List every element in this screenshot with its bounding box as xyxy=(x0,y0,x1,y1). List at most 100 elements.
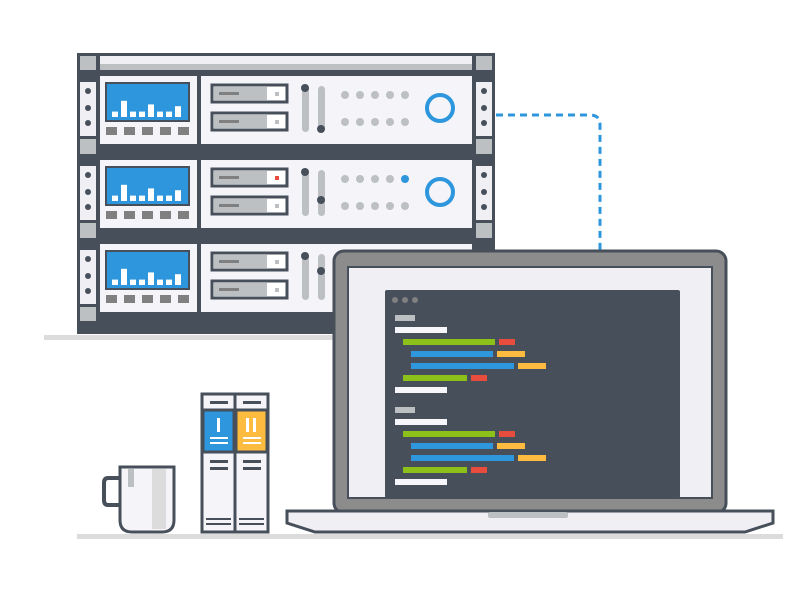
floor-line xyxy=(77,534,783,539)
panel-button xyxy=(160,127,171,135)
network-cable xyxy=(496,113,602,252)
drive-led xyxy=(275,176,279,180)
screw-icon xyxy=(85,288,91,294)
screw-icon xyxy=(481,120,487,126)
led-icon xyxy=(356,91,364,99)
monitor-bar xyxy=(175,106,181,117)
monitor-bar xyxy=(139,195,145,201)
led-icon xyxy=(341,202,349,210)
rack-post xyxy=(476,224,492,238)
monitor-bar xyxy=(121,184,127,201)
rack-top-shade xyxy=(100,64,472,70)
drive-face xyxy=(214,87,267,100)
monitor-bar xyxy=(175,190,181,201)
monitor-bar xyxy=(130,195,136,201)
shelf-line xyxy=(44,335,336,340)
led-icon xyxy=(386,202,394,210)
code-line xyxy=(403,339,495,345)
code-line xyxy=(395,407,415,413)
led-icon xyxy=(401,118,409,126)
monitor-bar xyxy=(139,279,145,285)
monitor-bar xyxy=(157,195,163,201)
rack-post xyxy=(80,56,96,70)
panel-button xyxy=(106,295,117,303)
slider-knob xyxy=(301,252,309,260)
drive-face xyxy=(214,171,267,184)
monitor-bar xyxy=(166,111,172,117)
code-editor xyxy=(385,290,680,498)
led-icon xyxy=(386,91,394,99)
slider-track xyxy=(318,254,325,300)
drive-label xyxy=(219,204,239,207)
panel-button xyxy=(124,295,135,303)
drive-led xyxy=(275,260,279,264)
drive-led xyxy=(275,120,279,124)
led-icon xyxy=(386,118,394,126)
slider-track xyxy=(318,170,325,216)
monitor-bar xyxy=(148,188,154,201)
screw-icon xyxy=(85,120,91,126)
power-ring-icon xyxy=(425,177,455,207)
screw-icon xyxy=(481,105,487,111)
panel-button xyxy=(124,127,135,135)
led-icon xyxy=(371,202,379,210)
monitor-bar xyxy=(166,279,172,285)
screw-icon xyxy=(85,256,91,262)
led-icon xyxy=(401,91,409,99)
code-line xyxy=(499,339,515,345)
led-icon xyxy=(371,118,379,126)
code-line xyxy=(497,351,525,357)
drive-face xyxy=(214,283,267,296)
led-icon xyxy=(371,175,379,183)
rack-post xyxy=(80,140,96,154)
code-line xyxy=(403,375,467,381)
monitor-bar xyxy=(121,268,127,285)
monitor-bar xyxy=(130,111,136,117)
code-line xyxy=(411,363,514,369)
drive-label xyxy=(219,260,239,263)
drive-led xyxy=(275,288,279,292)
rack-post xyxy=(80,307,96,321)
panel-button xyxy=(178,127,189,135)
slider-knob xyxy=(317,196,325,204)
monitor-bar xyxy=(139,111,145,117)
slider-track xyxy=(302,86,309,132)
code-line xyxy=(411,443,493,449)
monitor-bar xyxy=(112,111,118,117)
code-line xyxy=(497,443,525,449)
monitor-bar xyxy=(148,104,154,117)
code-line xyxy=(411,351,493,357)
code-line xyxy=(395,419,447,425)
slider-track xyxy=(318,86,325,132)
coffee-mug xyxy=(102,465,176,534)
panel-button xyxy=(124,211,135,219)
monitor-bar xyxy=(157,111,163,117)
slider-track xyxy=(302,170,309,216)
screw-icon xyxy=(481,172,487,178)
panel-button xyxy=(142,211,153,219)
code-line xyxy=(403,467,467,473)
code-line xyxy=(518,363,546,369)
led-icon xyxy=(341,91,349,99)
monitor-bar xyxy=(112,279,118,285)
led-icon xyxy=(401,175,409,183)
slider-knob xyxy=(317,267,325,275)
panel-button xyxy=(142,295,153,303)
screw-icon xyxy=(85,204,91,210)
led-icon xyxy=(371,91,379,99)
screw-icon xyxy=(481,189,487,195)
window-dots-icon xyxy=(392,297,398,303)
window-dots-icon xyxy=(402,297,408,303)
code-line xyxy=(395,327,447,333)
panel-button xyxy=(178,295,189,303)
screw-icon xyxy=(481,204,487,210)
code-line xyxy=(471,375,487,381)
monitor-bar xyxy=(121,100,127,117)
panel-button xyxy=(106,127,117,135)
drive-label xyxy=(219,92,239,95)
rack-post xyxy=(476,140,492,154)
drive-face xyxy=(214,255,267,268)
code-line xyxy=(518,455,546,461)
monitor-bar xyxy=(175,274,181,285)
